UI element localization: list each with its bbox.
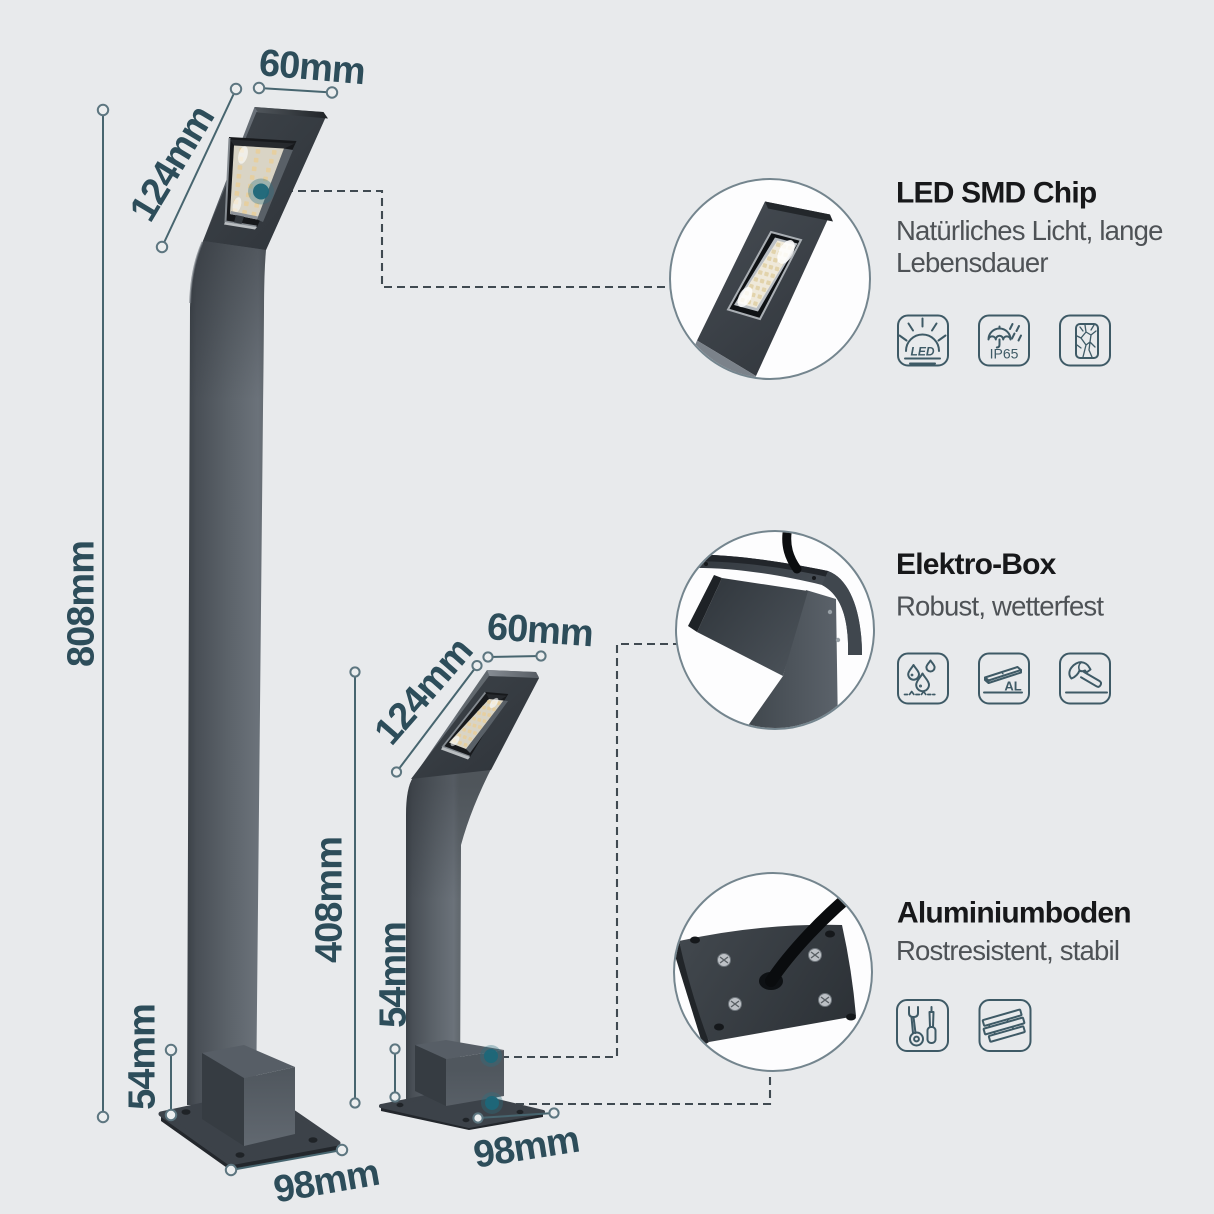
svg-text:Rostresistent, stabil: Rostresistent, stabil	[896, 935, 1119, 966]
svg-text:LED: LED	[911, 345, 935, 359]
svg-text:54mm: 54mm	[122, 1004, 164, 1110]
svg-text:Robust, wetterfest: Robust, wetterfest	[896, 590, 1104, 621]
svg-text:Natürliches Licht, lange: Natürliches Licht, lange	[896, 215, 1163, 246]
svg-text:IP65: IP65	[990, 346, 1019, 362]
svg-text:Elektro-Box: Elektro-Box	[896, 548, 1057, 581]
svg-text:AL: AL	[1004, 679, 1021, 694]
svg-text:54mm: 54mm	[373, 922, 415, 1028]
svg-text:Lebensdauer: Lebensdauer	[896, 247, 1048, 278]
svg-text:LED SMD Chip: LED SMD Chip	[896, 177, 1097, 210]
svg-text:Aluminiumboden: Aluminiumboden	[897, 897, 1131, 930]
svg-text:808mm: 808mm	[61, 541, 103, 667]
svg-text:408mm: 408mm	[309, 837, 351, 963]
svg-text:60mm: 60mm	[257, 42, 366, 93]
svg-text:60mm: 60mm	[486, 606, 595, 655]
